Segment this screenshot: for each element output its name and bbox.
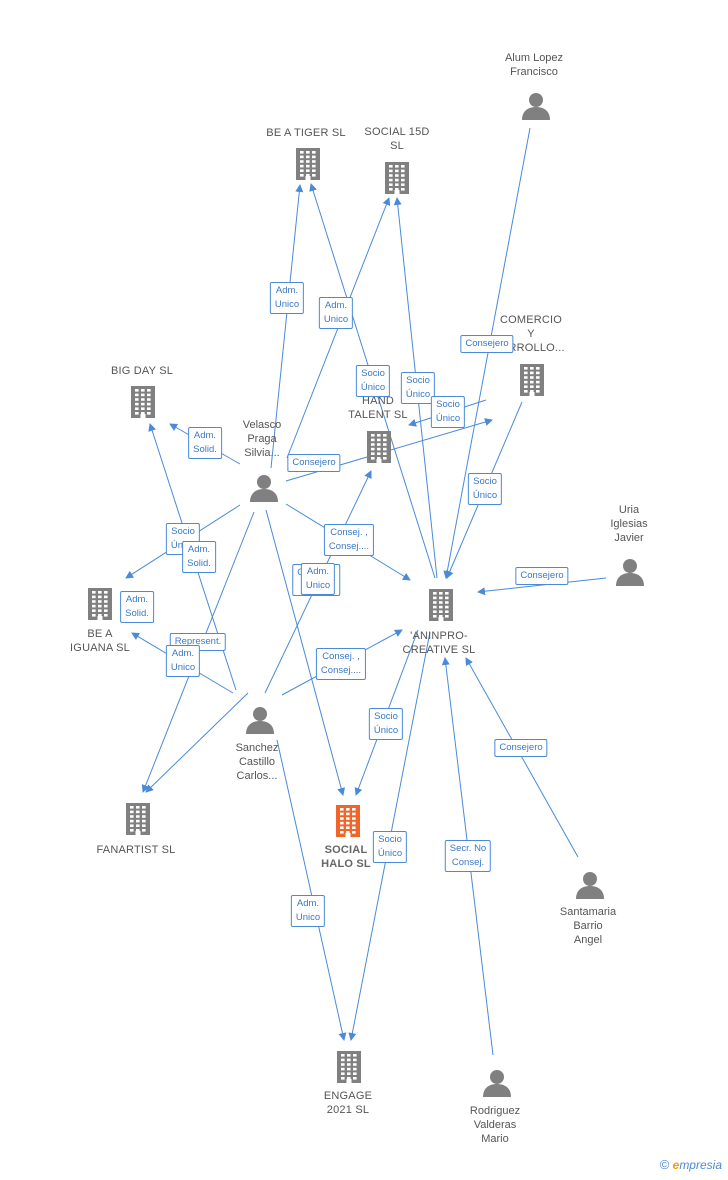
building-icon-tiger[interactable] (293, 146, 323, 187)
edge-label-sanchez-aninpro[interactable]: Consej. ,Consej.... (315, 648, 367, 680)
edge-uria-aninpro (477, 577, 607, 596)
building-icon-iguana[interactable] (85, 586, 115, 627)
person-icon-alum[interactable] (521, 91, 551, 126)
edge-velasco-halo (265, 509, 346, 796)
building-icon-halo[interactable] (333, 803, 363, 844)
building-icon-bigday[interactable] (128, 384, 158, 425)
brand-logo-text: mpresia (679, 1158, 722, 1172)
edge-label-sanchez-bigday[interactable]: Adm.Solid. (182, 541, 216, 573)
copyright-mark: © (659, 1157, 670, 1172)
edge-label-velasco-aninpro[interactable]: Consej. ,Consej.... (323, 524, 375, 556)
building-icon-engage[interactable] (334, 1049, 364, 1090)
edge-label-sanchez-fanartist[interactable]: Adm.Unico (165, 645, 201, 677)
edge-santamaria-aninpro (465, 657, 579, 858)
building-icon-hand[interactable] (364, 429, 394, 470)
node-label-aninpro[interactable]: 'ANINPRO-CREATIVE SL (402, 630, 476, 656)
brand-logo-e: e (672, 1158, 680, 1172)
edge-label-velasco-bigday[interactable]: Adm.Solid. (188, 427, 222, 459)
edge-label-velasco-comercio[interactable]: Consejero (287, 454, 341, 472)
edge-label-sanchez-hand[interactable]: Adm.Unico (300, 563, 336, 595)
edge-alum-aninpro (443, 127, 531, 579)
building-icon-social15[interactable] (382, 160, 412, 201)
edge-label-velasco-fanartist[interactable]: Adm.Solid. (120, 591, 154, 623)
edge-label-uria-aninpro[interactable]: Consejero (515, 567, 569, 585)
node-label-bigday[interactable]: BIG DAY SL (110, 365, 174, 377)
edge-label-sanchez-engage[interactable]: Adm.Unico (290, 895, 326, 927)
edge-velasco-tiger (270, 184, 304, 469)
building-icon-fanartist[interactable] (123, 801, 153, 842)
edge-label-velasco-tiger[interactable]: Adm.Unico (269, 282, 305, 314)
edge-label-alum-aninpro[interactable]: Consejero (460, 335, 514, 353)
person-icon-sanchez[interactable] (245, 705, 275, 740)
building-icon-comercio[interactable] (517, 362, 547, 403)
node-label-fanartist[interactable]: FANARTIST SL (96, 844, 176, 856)
edge-label-santamaria-aninpro[interactable]: Consejero (494, 739, 548, 757)
node-label-tiger[interactable]: BE A TIGER SL (266, 127, 346, 139)
person-icon-rodriguez[interactable] (482, 1068, 512, 1103)
empresia-watermark: © empresia (660, 1157, 722, 1172)
building-icon-aninpro[interactable] (426, 587, 456, 628)
person-icon-velasco[interactable] (249, 473, 279, 508)
edge-sanchez-engage (276, 739, 347, 1041)
edge-sanchez-fanartist (145, 692, 249, 793)
edge-label-velasco-social15[interactable]: Adm.Unico (318, 297, 354, 329)
person-icon-uria[interactable] (615, 557, 645, 592)
person-icon-santamaria[interactable] (575, 870, 605, 905)
